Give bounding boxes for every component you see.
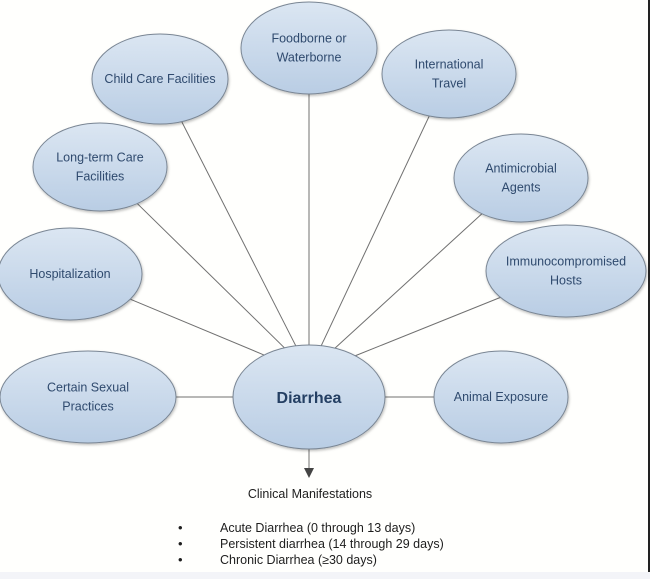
bullet-icon bbox=[178, 520, 220, 536]
node-diarrhea: Diarrhea bbox=[232, 344, 386, 450]
manifestation-acute: Acute Diarrhea (0 through 13 days) bbox=[220, 521, 416, 535]
node-label: Antimicrobial bbox=[485, 162, 557, 176]
node-label: Foodborne or bbox=[271, 32, 346, 46]
node-ellipse bbox=[232, 344, 386, 450]
node-ellipse bbox=[240, 1, 378, 95]
node-label: Child Care Facilities bbox=[104, 72, 215, 86]
connector-international-travel bbox=[320, 115, 430, 346]
node-ellipse bbox=[0, 350, 177, 444]
list-item: Acute Diarrhea (0 through 13 days) bbox=[178, 520, 444, 536]
node-ellipse bbox=[485, 224, 647, 318]
node-label: Diarrhea bbox=[277, 390, 342, 407]
node-label: Certain Sexual bbox=[47, 381, 129, 395]
connector-hospitalization bbox=[130, 298, 265, 356]
node-hospitalization: Hospitalization bbox=[0, 227, 143, 321]
node-label: Immunocompromised bbox=[506, 255, 626, 269]
connector-antimicrobial-agents bbox=[334, 213, 483, 349]
manifestation-chronic: Chronic Diarrhea (≥30 days) bbox=[220, 553, 377, 567]
node-label: Animal Exposure bbox=[454, 390, 549, 404]
clinical-manifestations-list: Acute Diarrhea (0 through 13 days) Persi… bbox=[178, 520, 444, 568]
bullet-icon bbox=[178, 552, 220, 568]
node-label: Agents bbox=[502, 181, 541, 195]
manifestation-persistent: Persistent diarrhea (14 through 29 days) bbox=[220, 537, 444, 551]
node-label: Waterborne bbox=[277, 51, 342, 65]
node-label: Hospitalization bbox=[29, 267, 110, 281]
node-label: Hosts bbox=[550, 274, 582, 288]
node-ellipse bbox=[453, 133, 589, 223]
node-ellipse bbox=[433, 350, 569, 444]
clinical-manifestations-title: Clinical Manifestations bbox=[247, 487, 373, 501]
connector-immunocompromised-hosts bbox=[355, 296, 501, 357]
list-item: Persistent diarrhea (14 through 29 days) bbox=[178, 536, 444, 552]
node-label: International bbox=[415, 58, 484, 72]
node-ellipse bbox=[91, 33, 229, 125]
node-label: Travel bbox=[432, 77, 466, 91]
bullet-icon bbox=[178, 536, 220, 552]
node-label: Facilities bbox=[76, 170, 125, 184]
node-animal-exposure: Animal Exposure bbox=[433, 350, 569, 444]
node-label: Long-term Care bbox=[56, 151, 144, 165]
connectors bbox=[130, 94, 501, 478]
list-item: Chronic Diarrhea (≥30 days) bbox=[178, 552, 444, 568]
node-child-care: Child Care Facilities bbox=[91, 33, 229, 125]
node-ellipse bbox=[0, 227, 143, 321]
node-ellipse bbox=[32, 122, 168, 212]
node-foodborne: Foodborne or Waterborne bbox=[240, 1, 378, 95]
node-ellipse bbox=[381, 29, 517, 119]
connector-child-care bbox=[181, 121, 297, 347]
connector-long-term-care bbox=[136, 203, 285, 349]
node-label: Practices bbox=[62, 400, 113, 414]
